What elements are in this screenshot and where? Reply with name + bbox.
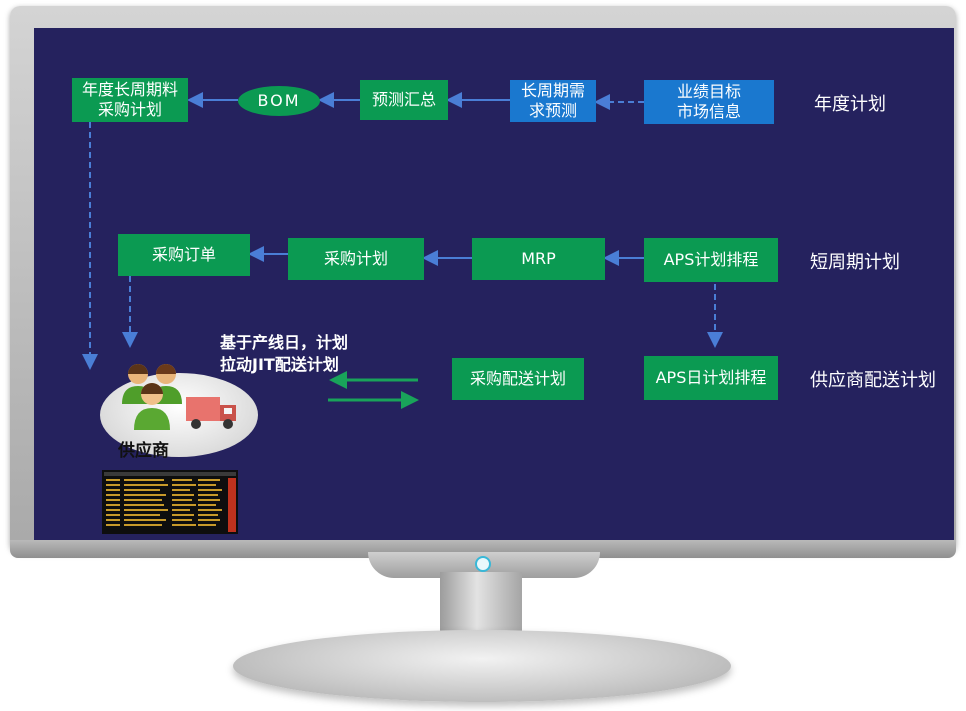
node-annual-purchase-plan: 年度长周期料 采购计划: [72, 78, 188, 122]
node-bom: BOM: [238, 86, 320, 116]
node-long-cycle-forecast: 长周期需 求预测: [510, 80, 596, 122]
node-aps-daily-plan: APS日计划排程: [644, 356, 778, 400]
node-mrp: MRP: [472, 238, 605, 280]
node-aps-plan: APS计划排程: [644, 238, 778, 282]
node-purchase-delivery-plan: 采购配送计划: [452, 358, 584, 400]
supplier-label: 供应商: [118, 441, 169, 461]
row-label-annual: 年度计划: [814, 94, 886, 115]
flow-arrows: [82, 92, 723, 409]
monitor-frame: 年度长周期料 采购计划 BOM 预测汇总 长周期需 求预测 业绩目标 市场信息 …: [10, 6, 956, 552]
power-led-icon[interactable]: [475, 556, 491, 572]
monitor-screen: 年度长周期料 采购计划 BOM 预测汇总 长周期需 求预测 业绩目标 市场信息 …: [34, 28, 954, 548]
node-business-target: 业绩目标 市场信息: [644, 80, 774, 124]
row-label-short-cycle: 短周期计划: [810, 252, 900, 273]
node-forecast-summary: 预测汇总: [360, 80, 448, 120]
node-purchase-order: 采购订单: [118, 234, 250, 276]
row-label-supplier-delivery: 供应商配送计划: [810, 370, 936, 391]
truck-icon: [186, 397, 236, 429]
people-icon: [122, 364, 182, 430]
terminal-screen-icon: [102, 470, 238, 534]
monitor-stand-base: [233, 630, 731, 702]
node-purchase-plan: 采购计划: [288, 238, 424, 280]
annotation-jit: 基于产线日，计划 拉动JIT配送计划: [220, 333, 349, 374]
monitor-chin: [10, 540, 956, 558]
